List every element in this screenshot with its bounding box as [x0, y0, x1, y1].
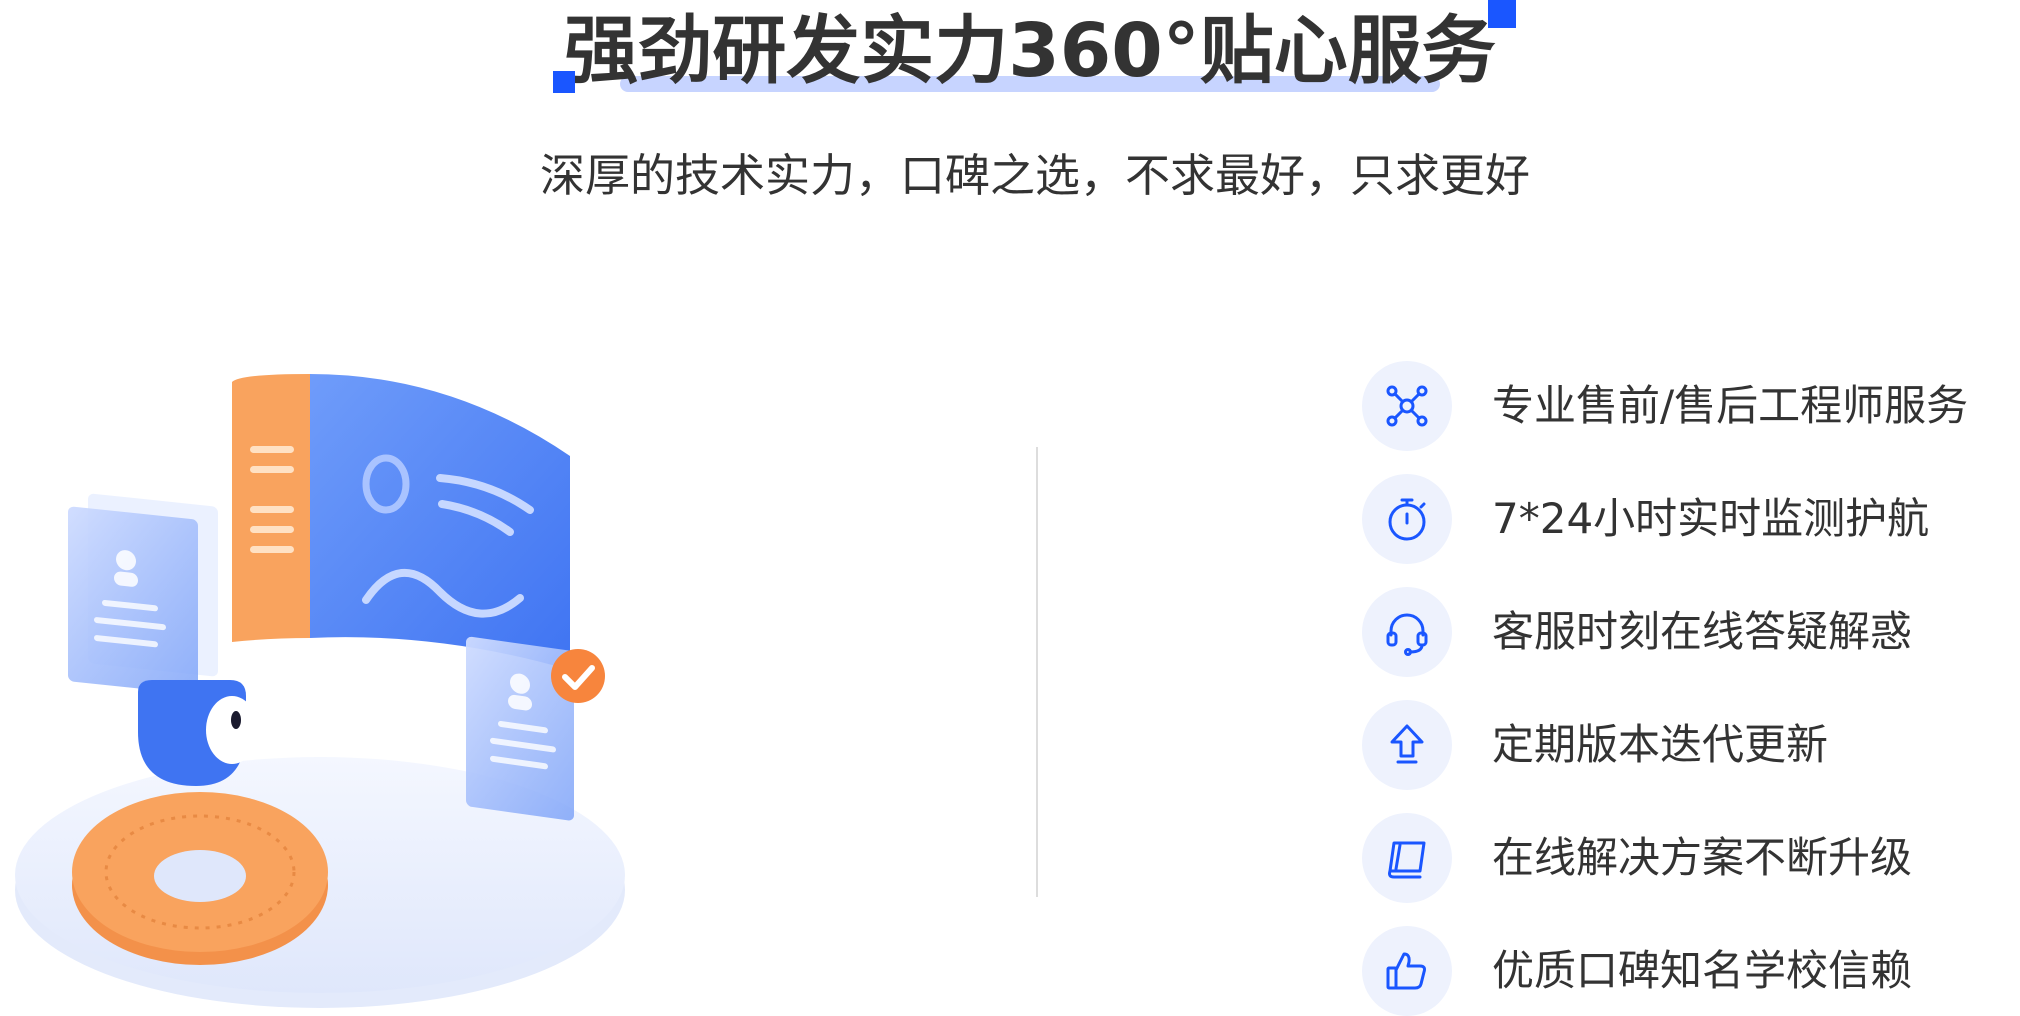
thumbs-up-icon: [1362, 926, 1452, 1016]
book-icon: [1362, 813, 1452, 903]
page-title: 强劲研发实力360°贴心服务: [564, 8, 1496, 94]
feature-item-solution-upgrade: 在线解决方案不断升级: [1362, 813, 2012, 903]
headset-icon: [1362, 587, 1452, 677]
decorative-square-left: [553, 71, 575, 93]
upload-arrow-icon: [1362, 700, 1452, 790]
feature-item-24h-monitoring: 7*24小时实时监测护航: [1362, 474, 2012, 564]
feature-label: 在线解决方案不断升级: [1492, 833, 1913, 882]
vertical-divider: [1036, 447, 1038, 897]
feature-list: 专业售前/售后工程师服务 7*24小时实时监测护航 客服时刻在线答疑解惑: [1362, 361, 2012, 1016]
service-illustration: [10, 370, 630, 1010]
heading-underline: [620, 76, 1440, 92]
section-heading: 强劲研发实力360°贴心服务: [550, 0, 1510, 100]
feature-label: 7*24小时实时监测护航: [1492, 494, 1930, 543]
network-icon: [1362, 361, 1452, 451]
feature-item-version-update: 定期版本迭代更新: [1362, 700, 2012, 790]
decorative-square-right: [1488, 0, 1516, 28]
feature-label: 客服时刻在线答疑解惑: [1492, 607, 1913, 656]
feature-label: 定期版本迭代更新: [1492, 720, 1829, 769]
feature-label: 优质口碑知名学校信赖: [1492, 946, 1913, 995]
feature-item-school-trust: 优质口碑知名学校信赖: [1362, 926, 2012, 1016]
feature-item-presales-service: 专业售前/售后工程师服务: [1362, 361, 2012, 451]
feature-label: 专业售前/售后工程师服务: [1492, 381, 1969, 430]
feature-item-online-support: 客服时刻在线答疑解惑: [1362, 587, 2012, 677]
stopwatch-icon: [1362, 474, 1452, 564]
page-subtitle: 深厚的技术实力，口碑之选，不求最好，只求更好: [539, 149, 1530, 202]
